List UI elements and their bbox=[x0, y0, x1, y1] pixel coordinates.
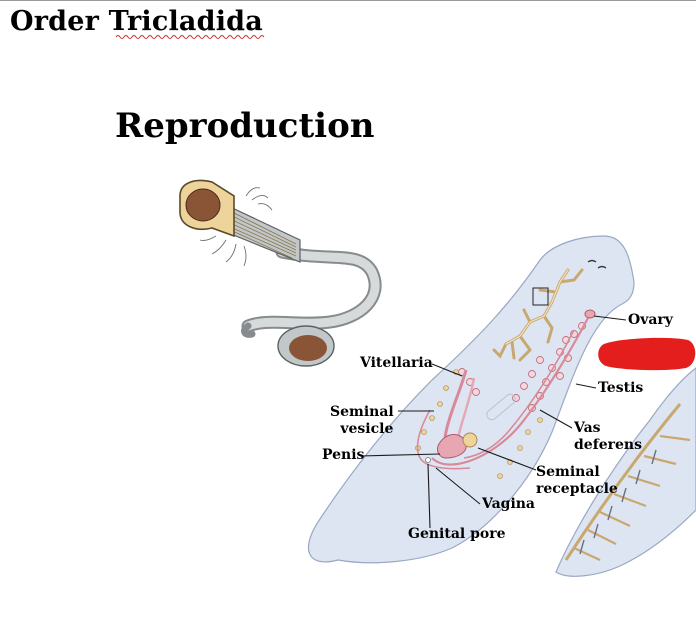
top-border bbox=[0, 0, 696, 1]
label-seminal-vesicle: Seminal vesicle bbox=[330, 404, 394, 437]
flame-cell-illustration bbox=[179, 179, 382, 367]
label-ovary: Ovary bbox=[628, 312, 673, 328]
label-genital-pore: Genital pore bbox=[408, 526, 506, 542]
spellcheck-underline bbox=[116, 35, 265, 39]
page-title: Order Tricladida bbox=[10, 6, 263, 37]
label-vagina: Vagina bbox=[482, 496, 536, 512]
section-heading: Reproduction bbox=[115, 106, 375, 146]
red-redaction-mark bbox=[598, 337, 696, 371]
label-vitellaria: Vitellaria bbox=[360, 355, 433, 371]
leader-lines bbox=[359, 315, 627, 529]
second-planarian-partial bbox=[555, 367, 696, 577]
label-seminal-receptacle: Seminal receptacle bbox=[536, 464, 618, 497]
label-vas-deferens: Vas deferens bbox=[574, 420, 642, 453]
label-testis: Testis bbox=[598, 380, 644, 396]
planarian-body bbox=[308, 235, 635, 564]
label-penis: Penis bbox=[322, 447, 365, 463]
